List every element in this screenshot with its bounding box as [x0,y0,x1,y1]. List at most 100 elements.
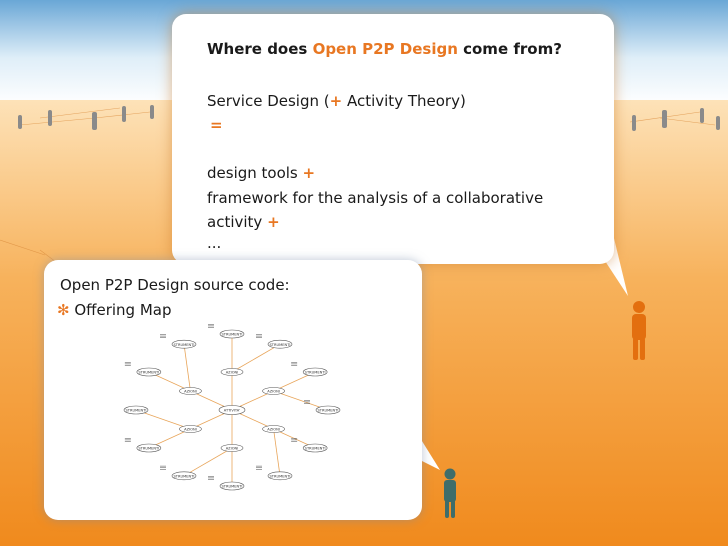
inner-node-1: AZIONI [262,387,285,395]
source-code-title: Open P2P Design source code: [60,276,290,294]
question-bubble [172,14,614,264]
title-prefix: Where does [207,40,313,58]
outer-node-6: STRUMENTI [219,481,245,491]
slide-title: Where does Open P2P Design come from? [207,40,562,58]
outer-node-1-label: STRUMENTI [270,343,291,347]
line-framework: framework for the analysis of a collabor… [207,189,544,207]
plus-sign: + [329,92,343,110]
map-glyph [124,363,131,365]
outer-node-5-label: STRUMENTI [270,474,291,478]
inner-node-4: AZIONI [179,425,202,433]
outer-node-1: STRUMENTI [267,339,293,349]
outer-node-4-label: STRUMENTI [305,447,326,451]
map-glyph [160,469,166,470]
inner-node-1-label: AZIONI [267,390,280,394]
source-code-bubble [44,260,422,520]
outer-node-11: STRUMENTI [171,339,197,349]
outer-node-3: STRUMENTI [315,405,341,415]
line-service-design: Service Design (+ Activity Theory) [207,92,466,110]
outer-node-9: STRUMENTI [123,405,149,415]
map-glyph [208,476,214,477]
map-glyph [256,335,262,337]
outer-node-10-label: STRUMENTI [138,371,159,375]
map-glyph [256,337,262,338]
outer-node-0: STRUMENTI [219,329,245,339]
offering-map-label: Offering Map [69,301,172,319]
outer-node-0-label: STRUMENTI [222,333,243,337]
outer-node-2: STRUMENTI [302,367,328,377]
outer-node-8-label: STRUMENTI [138,447,159,451]
inner-node-5: AZIONI [179,387,202,395]
map-glyph [124,438,131,439]
outer-node-5: STRUMENTI [267,471,293,481]
activity-text: activity [207,213,268,231]
line-activity: activity + [207,213,280,231]
outer-node-10: STRUMENTI [136,367,162,377]
equals-sign: = [210,116,223,134]
inner-node-3: AZIONI [220,444,244,452]
outer-node-7: STRUMENTI [171,471,197,481]
map-connector [183,344,191,392]
map-glyph [304,400,310,401]
center-node: ATTIVITA' [218,405,246,415]
inner-node-3-label: AZIONI [226,447,239,451]
inner-node-0-label: AZIONI [226,371,239,375]
map-glyph [291,438,298,439]
map-glyph [124,365,131,366]
map-connector [273,390,329,411]
inner-node-2-label: AZIONI [267,428,280,432]
map-connector [231,343,281,373]
outer-node-7-label: STRUMENTI [174,474,195,478]
map-glyph [291,365,298,366]
map-glyph [160,335,166,337]
inner-node-5-label: AZIONI [184,390,197,394]
service-design-text: Service Design ( [207,92,330,110]
plus-sign: + [302,164,316,182]
outer-node-2-label: STRUMENTI [305,371,326,375]
title-highlight: Open P2P Design [312,40,458,58]
map-glyph [304,403,310,404]
center-node-label: ATTIVITA' [224,409,240,413]
offering-map-diagram: STRUMENTI STRUMENTI STRUMENTI STRUMENTI STRU… [123,324,341,491]
outer-node-8: STRUMENTI [136,443,162,453]
map-glyph [124,362,131,363]
map-glyph [208,479,214,480]
map-glyph [208,324,214,325]
asterisk-icon: ✻ [57,301,70,319]
map-glyph [291,439,298,441]
inner-node-2: AZIONI [262,425,285,433]
map-glyph [291,363,298,365]
map-glyph [291,362,298,363]
map-glyph [256,465,262,467]
title-suffix: come from? [457,40,562,58]
line-design-tools: design tools + [207,164,315,182]
line-ellipsis: ... [207,234,222,252]
map-glyph [160,465,166,467]
outer-node-4: STRUMENTI [302,443,328,453]
map-glyph [256,469,262,470]
map-glyph [160,467,166,469]
activity-theory-text: Activity Theory) [342,92,466,110]
outer-node-9-label: STRUMENTI [126,409,147,413]
inner-node-0: AZIONI [220,368,244,376]
map-connector [135,409,191,430]
map-glyph [256,467,262,469]
plus-sign: + [267,213,280,231]
outer-node-11-label: STRUMENTI [174,343,195,347]
map-glyph [160,337,166,338]
map-glyph [208,325,214,327]
map-glyph [256,334,262,335]
map-glyph [124,439,131,441]
map-glyph [304,401,310,403]
design-tools-text: design tools [207,164,303,182]
map-glyph [291,441,298,442]
map-glyph [208,327,214,328]
map-connector [273,428,281,476]
map-connector [183,447,233,477]
outer-node-3-label: STRUMENTI [318,409,339,413]
map-glyph [160,334,166,335]
inner-node-4-label: AZIONI [184,428,197,432]
outer-node-6-label: STRUMENTI [222,485,243,489]
map-glyph [208,477,214,479]
offering-map-bullet: ✻ Offering Map [57,301,172,319]
